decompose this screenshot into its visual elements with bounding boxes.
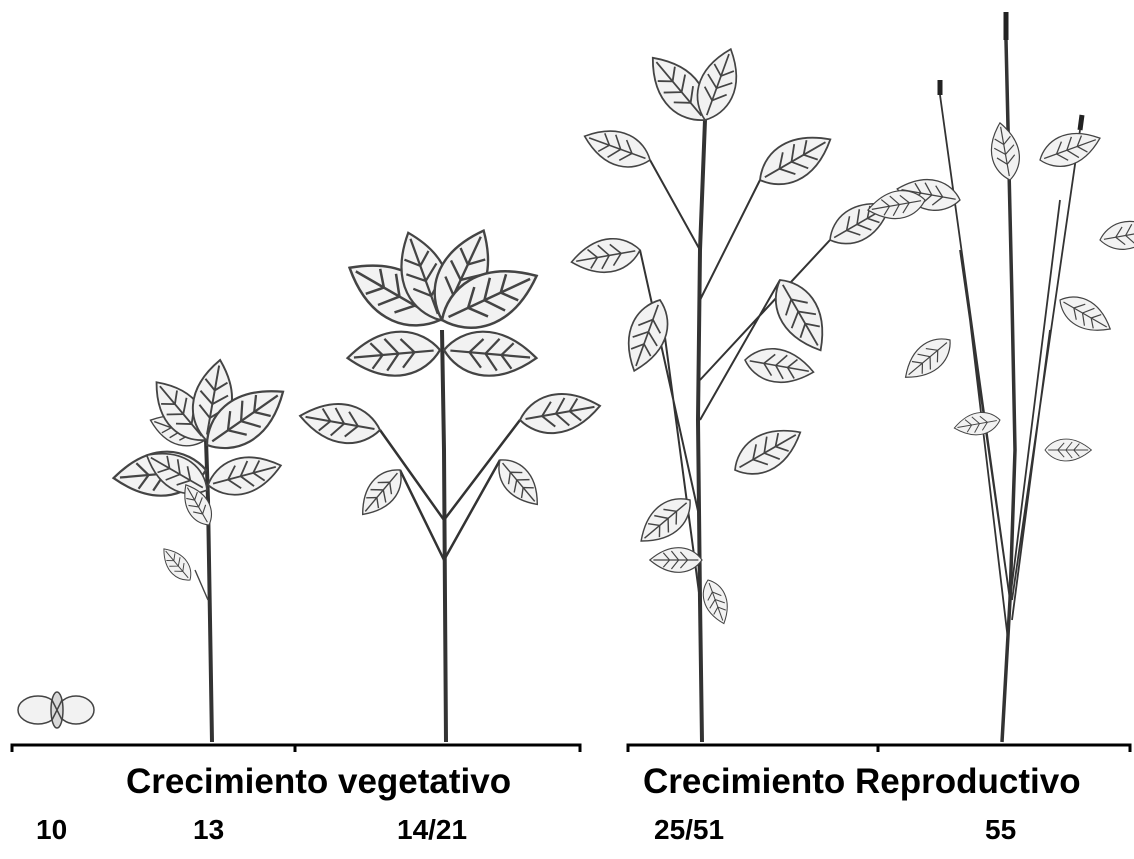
flowering-plant-55: [866, 12, 1134, 742]
branching-plant-14-21: [297, 221, 604, 742]
vegetative-growth-label: Crecimiento vegetativo: [126, 762, 511, 802]
seedling-plant-10: [18, 692, 94, 728]
growth-code-14-21: 14/21: [397, 814, 467, 846]
growth-code-13: 13: [193, 814, 224, 846]
vegetative-bracket: [12, 745, 580, 752]
reproductive-bracket: [628, 745, 1130, 752]
reproductive-growth-label: Crecimiento Reproductivo: [643, 762, 1081, 802]
growth-code-10: 10: [36, 814, 67, 846]
young-plant-13: [112, 357, 296, 742]
tall-plant-25-51: [569, 43, 899, 742]
growth-code-55: 55: [985, 814, 1016, 846]
growth-code-25-51: 25/51: [654, 814, 724, 846]
